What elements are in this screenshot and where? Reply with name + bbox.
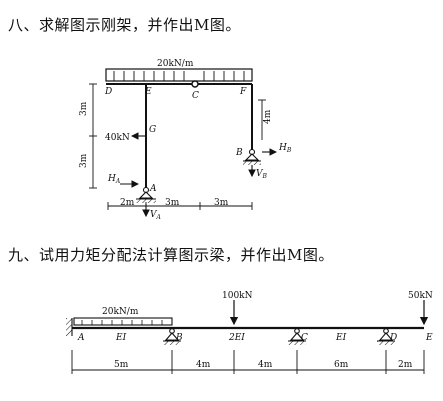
node-F: F bbox=[239, 87, 247, 97]
node-A: A bbox=[149, 184, 157, 194]
problem-9-title: 九、试用力矩分配法计算图示梁，并作出M图。 bbox=[8, 246, 334, 264]
load-label-beam: 20kN/m bbox=[102, 307, 139, 317]
dimension-right bbox=[258, 99, 266, 140]
beam-node-E: E bbox=[425, 333, 433, 343]
force-100kN-label: 100kN bbox=[222, 291, 253, 301]
frame-distributed-load bbox=[105, 68, 253, 82]
force-40kN-label: 40kN bbox=[105, 133, 130, 143]
reaction-VA-label: VA bbox=[150, 210, 162, 221]
stiffness-2EI: 2EI bbox=[228, 333, 245, 343]
support-B bbox=[163, 328, 181, 345]
beam-node-C: C bbox=[301, 333, 308, 343]
stiffness-EI-1: EI bbox=[115, 333, 127, 343]
frame-diagram bbox=[89, 68, 278, 218]
force-50kN-label: 50kN bbox=[408, 291, 433, 301]
node-E: E bbox=[144, 87, 152, 97]
beam-node-D: D bbox=[389, 333, 397, 343]
beam-node-B: B bbox=[175, 333, 183, 343]
support-A-fixed bbox=[66, 318, 73, 336]
node-D: D bbox=[104, 87, 112, 97]
beam-diagram bbox=[66, 300, 429, 374]
reaction-HA-label: HA bbox=[107, 174, 121, 185]
support-C bbox=[288, 328, 306, 345]
dim-3m-lower: 3m bbox=[79, 153, 89, 168]
dim-3m-right: 3m bbox=[214, 198, 229, 208]
reaction-HB-label: HB bbox=[278, 143, 292, 154]
node-C: C bbox=[192, 91, 199, 101]
load-label-frame: 20kN/m bbox=[157, 59, 194, 69]
dim-4m: 4m bbox=[263, 109, 273, 124]
dim-3m-upper: 3m bbox=[79, 101, 89, 116]
support-A bbox=[136, 186, 156, 203]
hinge-C bbox=[191, 80, 199, 88]
dim-3m-mid: 3m bbox=[165, 198, 180, 208]
dimension-left bbox=[89, 83, 97, 189]
node-G: G bbox=[149, 125, 156, 135]
dim-4m-b: 4m bbox=[258, 360, 273, 370]
dim-2m: 2m bbox=[120, 198, 135, 208]
dim-6m: 6m bbox=[334, 360, 349, 370]
beam-dimension-line bbox=[71, 350, 425, 374]
beam-distributed-load bbox=[73, 317, 173, 326]
dimension-bottom bbox=[107, 202, 253, 210]
dim-4m-a: 4m bbox=[196, 360, 211, 370]
node-B: B bbox=[235, 148, 243, 158]
dim-5m: 5m bbox=[114, 360, 129, 370]
support-B bbox=[243, 148, 261, 165]
beam-node-A: A bbox=[77, 333, 85, 343]
dim-2m-beam: 2m bbox=[398, 360, 413, 370]
problem-8-title: 八、求解图示刚架，并作出M图。 bbox=[8, 16, 241, 34]
reaction-VB-label: VB bbox=[256, 169, 268, 180]
support-D bbox=[377, 328, 395, 345]
stiffness-EI-3: EI bbox=[335, 333, 347, 343]
